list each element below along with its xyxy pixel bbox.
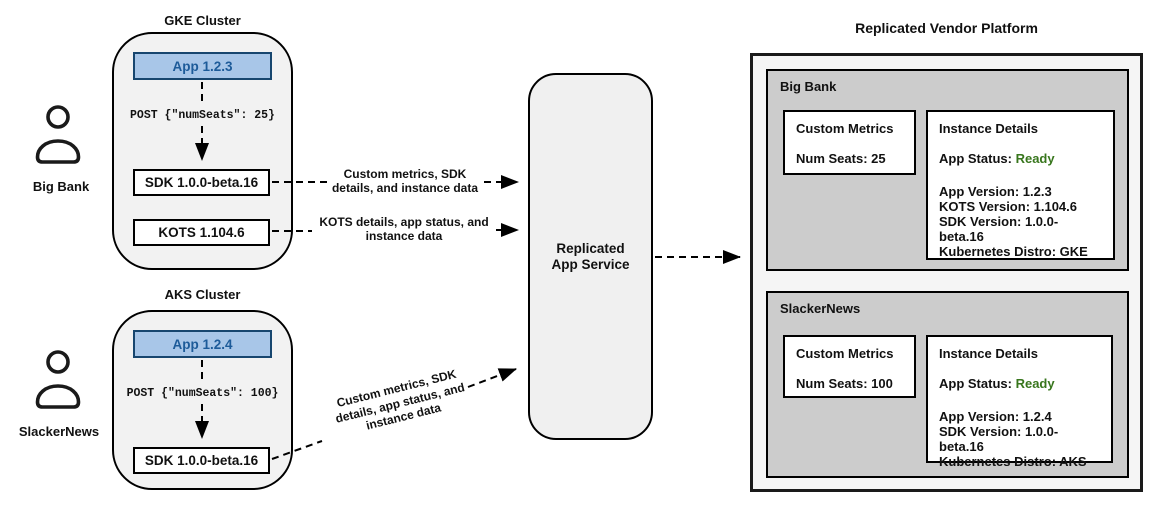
custom-metrics-title: Custom Metrics [796,121,894,136]
slackernews-custom-metrics-card: Custom Metrics Num Seats: 100 [783,335,916,398]
sdk-arrow-label: Custom metrics, SDK details, and instanc… [331,167,479,195]
detail-line: Kubernetes Distro: GKE [939,244,1088,259]
slackernews-instance-details-card: Instance Details App Status: Ready App V… [926,335,1113,469]
gke-cluster-title: GKE Cluster [164,13,241,28]
gke-post-label: POST {"numSeats": 25} [130,109,275,122]
app-status-line: App Status: Ready [939,151,1055,166]
panel-slackernews-title: SlackerNews [780,301,861,316]
detail-line: SDK Version: 1.0.0-beta.16 [939,214,1059,244]
actor-big-bank [34,104,82,166]
aks-cluster-title: AKS Cluster [164,287,241,302]
panel-slackernews: SlackerNews Custom Metrics Num Seats: 10… [766,291,1129,478]
service-label-line1: Replicated [556,240,625,256]
detail-line: Kubernetes Distro: AKS [939,454,1087,469]
person-icon [35,350,81,409]
panel-big-bank-title: Big Bank [780,79,837,94]
replicated-app-service-box: Replicated App Service [528,73,653,440]
aks-arrow-label: Custom metrics, SDK details, app status,… [333,366,467,433]
big-bank-instance-details-card: Instance Details App Status: Ready App V… [926,110,1115,260]
num-seats-value: Num Seats: 100 [796,376,893,391]
num-seats-value: Num Seats: 25 [796,151,886,166]
kots-arrow-label: KOTS details, app status, and instance d… [319,215,489,243]
aks-sdk-box: SDK 1.0.0-beta.16 [133,447,270,474]
custom-metrics-title: Custom Metrics [796,346,894,361]
aks-post-label: POST {"numSeats": 100} [126,387,279,400]
aks-app-box: App 1.2.4 [133,330,272,358]
app-status-line: App Status: Ready [939,376,1055,391]
actor-slackernews-label: SlackerNews [18,424,100,439]
app-status-value: Ready [1015,151,1055,166]
panel-big-bank: Big Bank Custom Metrics Num Seats: 25 In… [766,69,1129,271]
detail-line: App Version: 1.2.4 [939,409,1052,424]
detail-line: SDK Version: 1.0.0-beta.16 [939,424,1059,454]
app-status-value: Ready [1015,376,1055,391]
vendor-platform-title: Replicated Vendor Platform [855,20,1038,36]
actor-big-bank-label: Big Bank [32,179,90,194]
instance-details-title: Instance Details [939,121,1038,136]
gke-kots-box: KOTS 1.104.6 [133,219,270,246]
instance-details-title: Instance Details [939,346,1038,361]
service-label-line2: App Service [551,256,630,272]
vendor-platform-box: Big Bank Custom Metrics Num Seats: 25 In… [750,53,1143,492]
detail-line: KOTS Version: 1.104.6 [939,199,1078,214]
detail-line: App Version: 1.2.3 [939,184,1052,199]
person-icon [35,105,81,164]
big-bank-custom-metrics-card: Custom Metrics Num Seats: 25 [783,110,916,175]
gke-sdk-box: SDK 1.0.0-beta.16 [133,169,270,196]
gke-app-box: App 1.2.3 [133,52,272,80]
actor-slackernews [34,349,82,411]
